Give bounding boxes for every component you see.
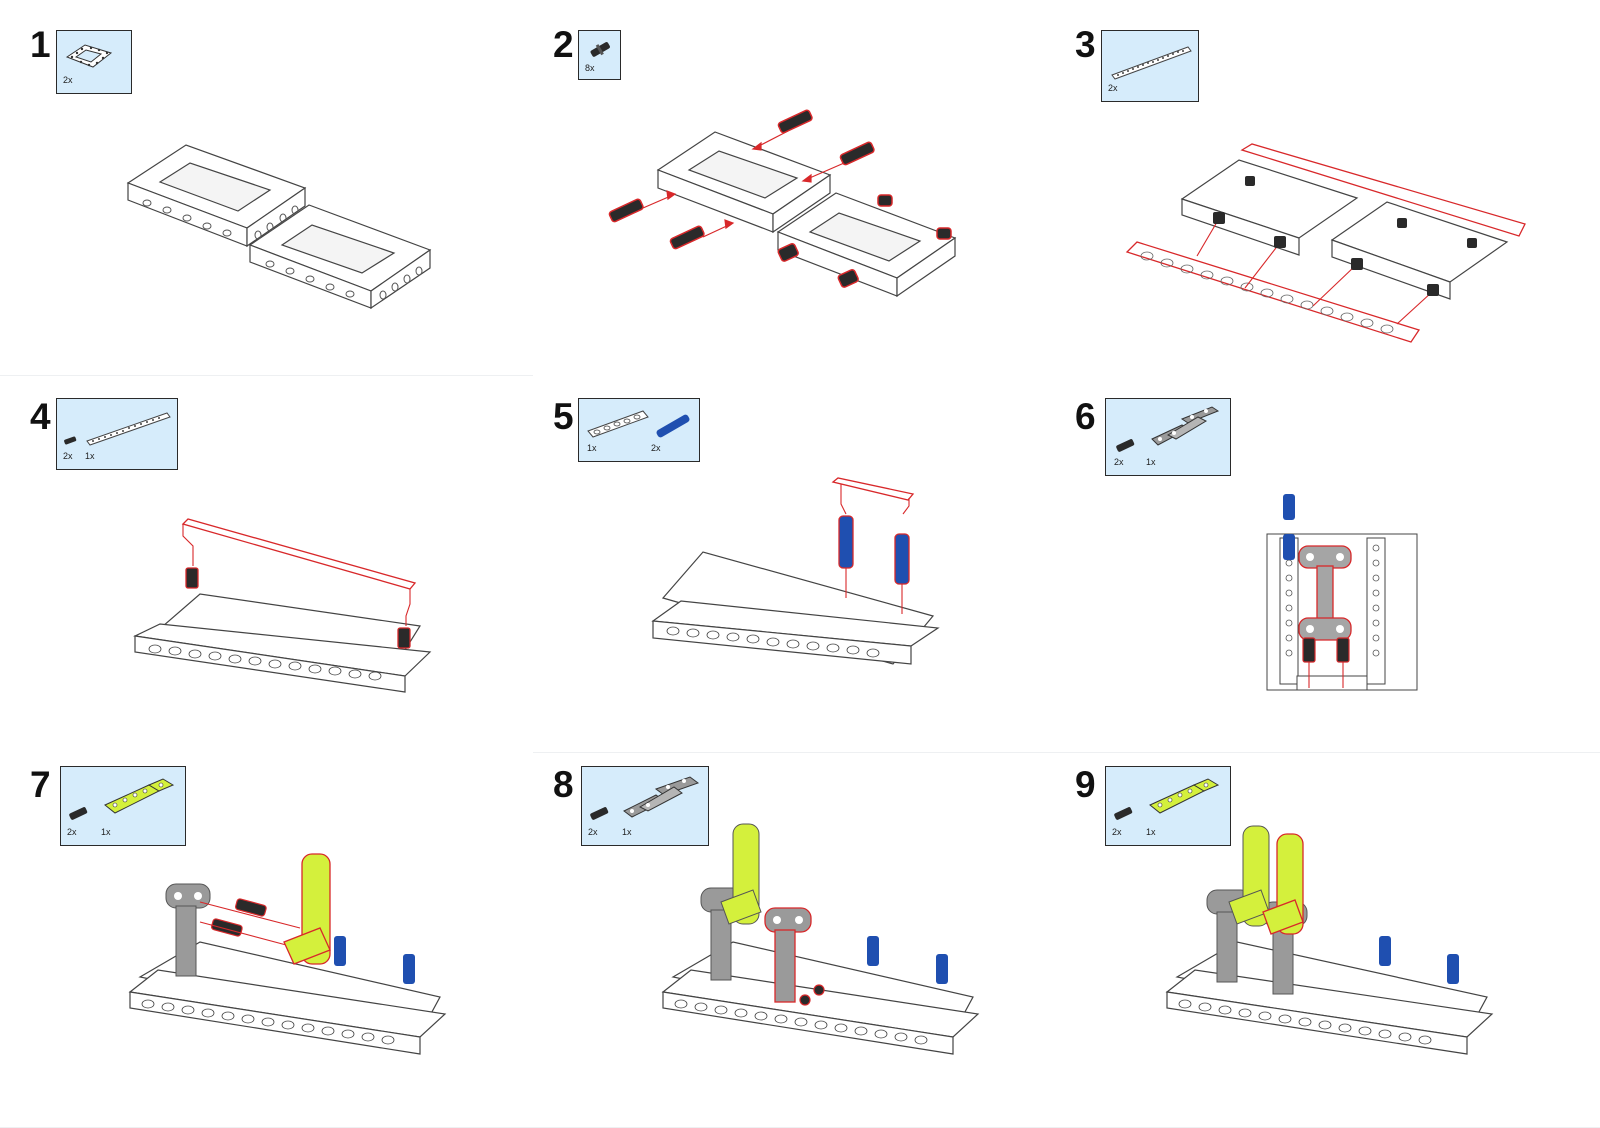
frame-5x7-icon xyxy=(65,44,113,68)
step-panel-8: 8 2x 1x xyxy=(533,752,1066,1128)
parts-callout: 2x 1x xyxy=(60,766,186,846)
friction-pin-icon xyxy=(1114,807,1133,820)
part-quantity: 2x xyxy=(1108,83,1118,93)
step-panel-4: 4 2x 1x xyxy=(0,376,533,752)
parts-callout: 2x 1x xyxy=(581,766,709,846)
assembly-illustration xyxy=(1165,825,1494,1055)
assembly-illustration xyxy=(651,477,940,665)
step-panel-9: 9 2x 1x xyxy=(1067,752,1600,1128)
part-quantity: 8x xyxy=(585,63,595,73)
parts-callout: 2x xyxy=(1101,30,1199,102)
part-quantity: 2x xyxy=(651,443,661,453)
step-panel-7: 7 2x 1x xyxy=(0,752,533,1128)
step-number: 1 xyxy=(30,24,51,65)
friction-pin-icon xyxy=(1116,439,1135,452)
h-connector-icon xyxy=(1151,406,1220,446)
beam-5-icon xyxy=(587,410,649,438)
lime-l-beam-icon xyxy=(104,778,175,814)
friction-pin-icon xyxy=(69,807,88,820)
part-quantity: 1x xyxy=(587,443,597,453)
step-number: 8 xyxy=(553,764,574,805)
assembly-illustration xyxy=(608,109,957,298)
part-quantity: 1x xyxy=(1146,827,1156,837)
part-quantity: 2x xyxy=(1112,827,1122,837)
step-number: 5 xyxy=(553,396,574,437)
parts-callout: 2x 1x xyxy=(1105,766,1231,846)
part-quantity: 2x xyxy=(588,827,598,837)
step-number: 6 xyxy=(1075,396,1096,437)
parts-callout: 2x 1x xyxy=(56,398,178,470)
step-panel-1: 1 2x xyxy=(0,0,533,376)
assembly-illustration xyxy=(1125,143,1526,343)
friction-pin-icon xyxy=(64,436,77,445)
beam-15-icon xyxy=(1111,46,1192,80)
parts-callout: 2x 1x xyxy=(1105,398,1231,476)
separator-row2 xyxy=(533,752,1600,753)
step-number: 3 xyxy=(1075,24,1096,65)
step-panel-6: 6 2x 1x xyxy=(1067,376,1600,752)
part-quantity: 2x xyxy=(67,827,77,837)
assembly-illustration xyxy=(132,518,432,693)
friction-pin-icon xyxy=(590,42,610,57)
step-number: 9 xyxy=(1075,764,1096,805)
parts-callout: 2x xyxy=(56,30,132,94)
part-quantity: 2x xyxy=(1114,457,1124,467)
step-panel-3: 3 2x xyxy=(1067,0,1600,376)
h-connector-icon xyxy=(623,776,700,818)
step-number: 4 xyxy=(30,396,51,437)
part-quantity: 2x xyxy=(63,451,73,461)
blue-axle-pin-icon xyxy=(656,414,690,438)
part-quantity: 1x xyxy=(622,827,632,837)
friction-pin-icon xyxy=(590,807,609,820)
lime-l-beam-icon xyxy=(1149,778,1220,814)
part-quantity: 1x xyxy=(101,827,111,837)
assembly-illustration xyxy=(128,853,447,1055)
separator-row1 xyxy=(0,375,533,376)
beam-15-icon xyxy=(86,412,171,446)
part-quantity: 2x xyxy=(63,75,73,85)
step-panel-5: 5 1x 2x xyxy=(533,376,1066,752)
assembly-illustration xyxy=(126,144,432,310)
assembly-illustration xyxy=(661,823,980,1055)
assembly-illustration xyxy=(1266,494,1418,691)
parts-callout: 1x 2x xyxy=(578,398,700,462)
step-panel-2: 2 8x xyxy=(533,0,1066,376)
parts-callout: 8x xyxy=(578,30,621,80)
step-number: 2 xyxy=(553,24,574,65)
step-number: 7 xyxy=(30,764,51,805)
part-quantity: 1x xyxy=(85,451,95,461)
part-quantity: 1x xyxy=(1146,457,1156,467)
